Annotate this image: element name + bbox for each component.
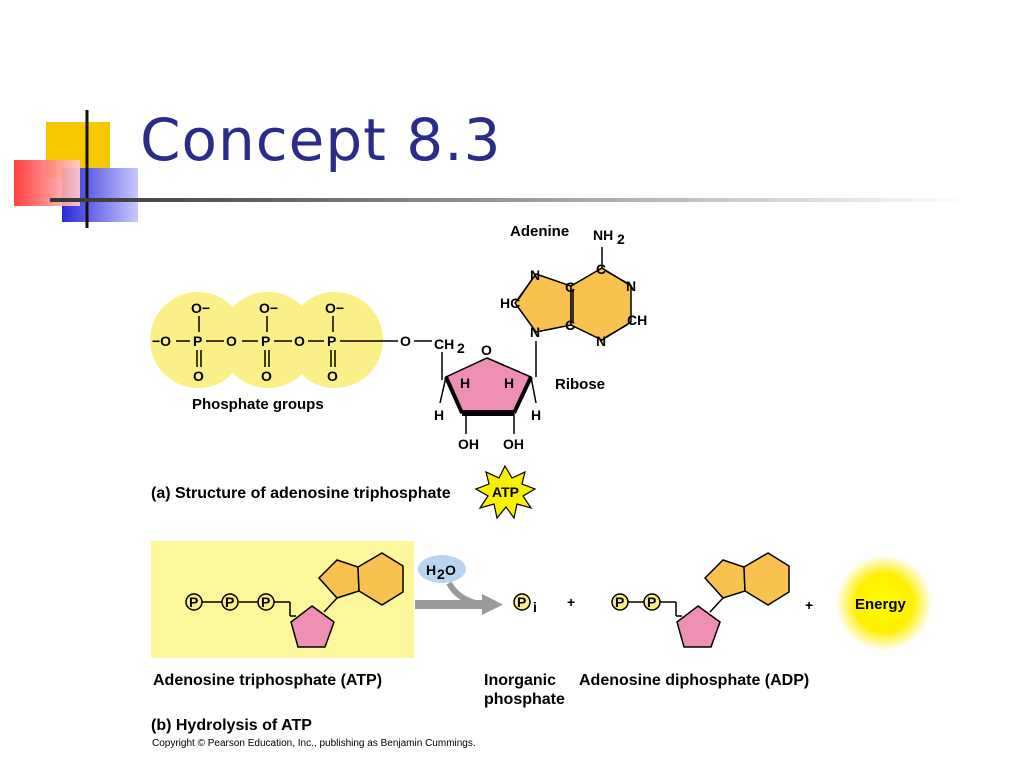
adp-p-circle-1 (611, 593, 629, 611)
atom-o-minus-2: O− (259, 300, 278, 316)
caption-b: (b) Hydrolysis of ATP (151, 717, 312, 734)
adenine-label: Adenine (510, 223, 569, 240)
pi-p: P (517, 594, 526, 610)
title-underline (50, 198, 970, 202)
atp-p-circle-1 (185, 593, 203, 611)
atp-p-circle-3 (257, 593, 275, 611)
inorganic-label-1: Inorganic (484, 672, 556, 689)
pi-sub: i (533, 599, 537, 615)
atp-badge: ATP (474, 464, 537, 520)
adenine-n-right: N (626, 278, 636, 294)
adenine-hc: HC (500, 295, 520, 311)
ribose-oh-2: OH (503, 436, 524, 452)
adp-molecule: P P (611, 552, 790, 648)
ribose-ring-o: O (481, 342, 492, 358)
phosphate-circle-1 (150, 292, 246, 388)
atom-p-2: P (261, 333, 270, 349)
water-h: H (426, 562, 436, 578)
ribose-h-4: H (531, 407, 541, 423)
energy-glow (836, 555, 932, 651)
adp-p-circle-2 (643, 593, 661, 611)
water-bubble (418, 555, 466, 583)
atp-p-3: P (261, 594, 270, 610)
adp-adenine-hexagon (743, 552, 790, 606)
atom-o-minus-3: O− (325, 300, 344, 316)
ribose-h-3: H (434, 407, 444, 423)
arrow-head (482, 594, 503, 615)
ribose-h-1: H (460, 375, 470, 391)
atp-badge-text: ATP (492, 484, 519, 500)
adenine-five-ring (514, 273, 572, 333)
phosphate-groups: O− O− O− −O P O P O P O O O O Phosphate … (150, 292, 432, 413)
atp-molecule: P P P (185, 552, 404, 648)
atom-o-minus-1: O− (191, 300, 210, 316)
ribose-oh-1: OH (458, 436, 479, 452)
atp-label: Adenosine triphosphate (ATP) (153, 672, 382, 689)
phosphate-groups-label: Phosphate groups (192, 396, 324, 413)
ribose-label: Ribose (555, 376, 605, 393)
atom-o-ester: O (400, 333, 411, 349)
phosphate-circle-3 (287, 292, 383, 388)
arrow-shaft (415, 600, 485, 609)
plus-2: + (805, 597, 813, 613)
atp-starburst (474, 464, 537, 520)
adenine-six-ring (570, 267, 632, 341)
adp-adenine-pentagon (703, 559, 746, 599)
atom-p-1: P (193, 333, 202, 349)
adenine-nh2: NH (593, 227, 613, 243)
adenine-ch: CH (627, 312, 647, 328)
inorganic-phosphate-symbol: P i (513, 593, 537, 615)
water-sub: 2 (437, 566, 445, 582)
atom-minus-o: −O (152, 333, 171, 349)
inorganic-label-2: phosphate (484, 691, 565, 708)
atp-ribose-pentagon (290, 605, 335, 648)
adenine-base: NH 2 C N C N HC CH C N N Adenine (500, 223, 647, 349)
atom-o-bridge-2: O (294, 333, 305, 349)
atom-o-double-3: O (327, 368, 338, 384)
atp-adenine-pentagon (317, 559, 360, 599)
atom-ch2: CH (434, 336, 454, 352)
adenine-c-top: C (596, 261, 606, 277)
atp-p-2: P (225, 594, 234, 610)
atp-adenine-hexagon (357, 552, 404, 606)
adenine-n-left-top: N (530, 267, 540, 283)
slide-title: Concept 8.3 (140, 106, 502, 174)
adenine-nh2-sub: 2 (617, 231, 625, 247)
atom-o-bridge-1: O (226, 333, 237, 349)
atom-ch2-sub: 2 (457, 340, 465, 356)
slide-decoration (14, 110, 970, 228)
energy-burst: Energy (836, 555, 932, 651)
hydrolysis-arrow: H 2 O (415, 555, 503, 615)
pi-circle (513, 593, 531, 611)
atom-p-3: P (327, 333, 336, 349)
adp-label: Adenosine diphosphate (ADP) (579, 672, 809, 689)
adenine-n-left-bottom: N (530, 324, 540, 340)
adp-p-2: P (647, 594, 656, 610)
atp-p-circle-2 (221, 593, 239, 611)
ribose-h-2: H (504, 375, 514, 391)
ch2-group: CH 2 (434, 336, 465, 380)
atom-o-double-2: O (261, 368, 272, 384)
water-o: O (445, 562, 456, 578)
adenine-n-bottom: N (596, 333, 606, 349)
caption-a: (a) Structure of adenosine triphosphate (151, 485, 451, 502)
copyright-notice: Copyright © Pearson Education, Inc., pub… (152, 738, 476, 749)
atom-o-double-1: O (193, 368, 204, 384)
plus-1: + (567, 594, 575, 610)
adp-ribose-pentagon (676, 605, 721, 648)
atp-p-1: P (189, 594, 198, 610)
adenine-c-mid-bottom: C (565, 317, 575, 333)
energy-label: Energy (855, 596, 907, 613)
adp-p-1: P (615, 594, 624, 610)
ribose-ring: O H H H H OH OH Ribose (434, 341, 605, 452)
phosphate-circle-2 (220, 292, 316, 388)
adenine-c-mid-top: C (565, 279, 575, 295)
